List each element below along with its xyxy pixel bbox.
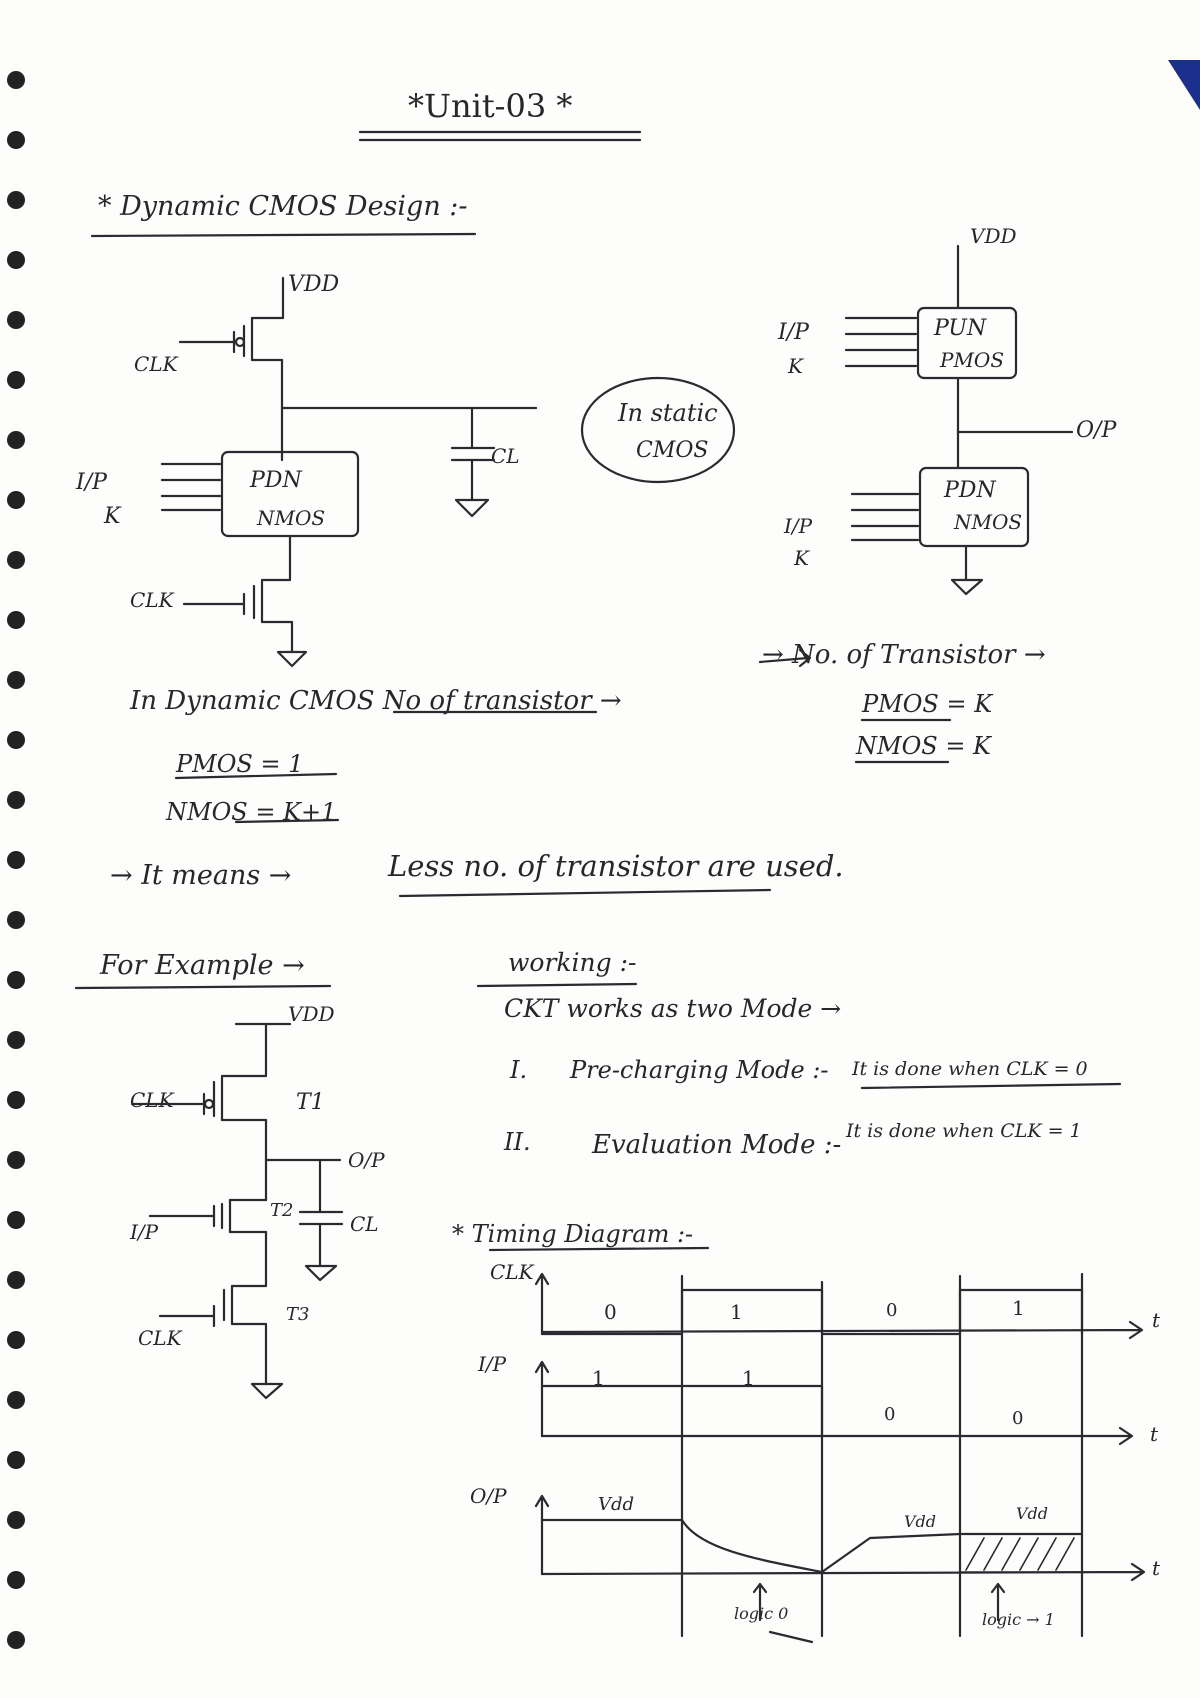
timing-op-label: O/P: [470, 1484, 507, 1508]
dyn-clk-top-label: CLK: [134, 352, 178, 376]
static-inputs-bottom-label: I/P: [784, 514, 813, 538]
dyn-vdd-label: VDD: [288, 272, 340, 297]
working-heading-underline: [476, 982, 638, 988]
ex-t3-label: T3: [286, 1304, 310, 1325]
ex-vdd-label: VDD: [288, 1002, 335, 1026]
timing-diagram: [534, 1272, 1146, 1644]
timing-vdd-label-2: Vdd: [904, 1512, 937, 1531]
ex-clk-bottom-label: CLK: [138, 1326, 182, 1350]
timing-ip-value-1: 1: [592, 1366, 605, 1390]
mode1-name: Pre-charging Mode :-: [570, 1056, 829, 1084]
timing-ip-value-3: 0: [884, 1404, 896, 1425]
dynamic-count-text: In Dynamic CMOS No of transistor →: [130, 686, 622, 716]
timing-heading-underline: [488, 1246, 710, 1252]
mode2-number: II.: [504, 1128, 531, 1156]
dyn-inputs-label: I/P: [76, 470, 107, 495]
mode1-description: It is done when CLK = 0: [852, 1058, 1088, 1080]
working-intro: CKT works as two Mode →: [504, 994, 842, 1023]
static-k-bottom-label: K: [794, 546, 809, 570]
example-heading: For Example →: [100, 950, 305, 981]
timing-clk-value-3: 0: [886, 1300, 898, 1321]
page-title: *Unit-03 *: [408, 87, 573, 125]
conclusion-underline: [398, 888, 772, 898]
dyn-k-label: K: [104, 504, 121, 529]
mode1-underline: [860, 1082, 1122, 1090]
spiral-binding: [7, 71, 25, 1649]
static-nmos-label: NMOS: [954, 510, 1023, 534]
dynamic-pmos-underline: [174, 772, 338, 780]
conclusion-prefix: → It means →: [110, 860, 292, 891]
static-output-label: O/P: [1076, 418, 1117, 443]
timing-clk-value-4: 1: [1012, 1296, 1025, 1320]
static-cmos-circuit: [844, 244, 1074, 596]
dynamic-pmos-count: PMOS = 1: [176, 750, 304, 778]
static-pmos-label: PMOS: [940, 348, 1005, 372]
static-pun-label: PUN: [934, 316, 987, 341]
dyn-pdn-label: PDN: [250, 468, 302, 493]
timing-logic0-note: logic 0: [734, 1604, 789, 1623]
timing-t-label-op: t: [1152, 1556, 1161, 1580]
ex-t1-label: T1: [296, 1090, 325, 1115]
static-nmos-count: NMOS = K: [856, 732, 991, 760]
working-heading: working :-: [508, 948, 637, 977]
timing-logic1-note: logic → 1: [982, 1610, 1055, 1629]
timing-clk-label: CLK: [490, 1260, 534, 1284]
timing-heading: * Timing Diagram :-: [452, 1220, 694, 1248]
section-heading-underline: [90, 232, 477, 238]
example-circuit: [130, 1022, 344, 1400]
example-heading-underline: [74, 984, 332, 990]
dyn-clk-bottom-label: CLK: [130, 588, 174, 612]
mode1-number: I.: [510, 1056, 528, 1084]
dynamic-cmos-circuit: [160, 276, 538, 668]
static-bubble-line2: CMOS: [636, 438, 709, 463]
static-bubble-line1: In static: [618, 399, 718, 427]
static-bubble: [580, 376, 736, 484]
static-pmos-count: PMOS = K: [862, 690, 993, 718]
timing-t-label-ip: t: [1150, 1422, 1159, 1446]
ex-t2-label: T2: [270, 1200, 294, 1221]
static-inputs-top-label: I/P: [778, 320, 809, 345]
dyn-nmos-label: NMOS: [257, 506, 326, 530]
section-heading-dynamic-cmos: * Dynamic CMOS Design :-: [98, 191, 468, 222]
mode2-name: Evaluation Mode :-: [592, 1130, 842, 1160]
dyn-cl-label: CL: [491, 444, 520, 468]
ex-output-label: O/P: [348, 1148, 385, 1172]
dynamic-nmos-underline: [234, 818, 340, 824]
timing-ip-value-4: 0: [1012, 1408, 1024, 1429]
timing-ip-value-2: 1: [742, 1366, 755, 1390]
conclusion-text: Less no. of transistor are used.: [388, 849, 844, 883]
title-underline: [358, 130, 642, 142]
ex-input-label: I/P: [130, 1220, 159, 1244]
static-vdd-label: VDD: [970, 224, 1017, 248]
ex-cl-label: CL: [350, 1212, 379, 1236]
static-pdn-label: PDN: [944, 478, 996, 503]
timing-clk-value-2: 1: [730, 1300, 743, 1324]
timing-vdd-label-3: Vdd: [1016, 1504, 1049, 1523]
timing-vdd-label-1: Vdd: [598, 1494, 635, 1515]
static-k-top-label: K: [788, 354, 803, 378]
timing-t-label-clk: t: [1152, 1308, 1161, 1332]
mode2-description: It is done when CLK = 1: [846, 1120, 1082, 1142]
static-count-text: → No. of Transistor →: [762, 640, 1046, 670]
page-corner-mark: [1168, 60, 1200, 110]
timing-ip-label: I/P: [478, 1352, 507, 1376]
static-count-arrow: [758, 648, 812, 668]
timing-clk-value-1: 0: [604, 1300, 617, 1324]
